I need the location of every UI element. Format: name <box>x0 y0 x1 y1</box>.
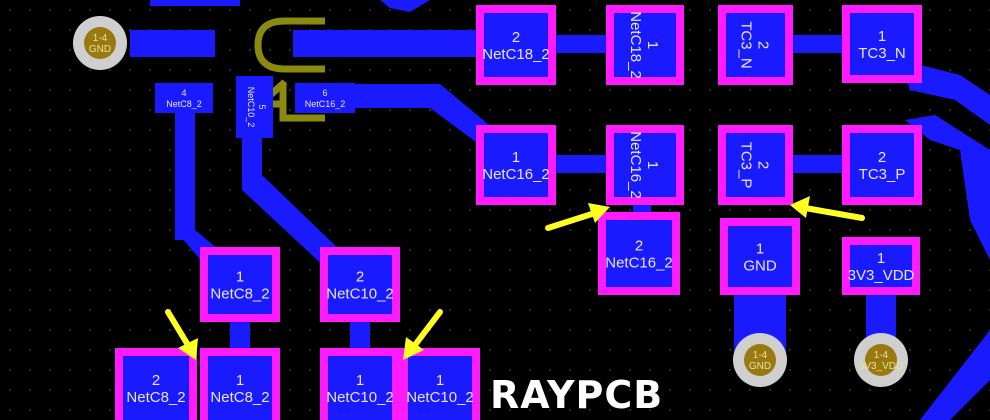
pad-number: 2 <box>356 269 364 286</box>
pad-number: 6 <box>322 88 327 98</box>
pad-copper <box>850 133 914 197</box>
pad-number: 1 <box>236 269 244 286</box>
pad-net: NetC10_2 <box>246 87 256 128</box>
arrow-icon <box>790 196 865 221</box>
pad-copper <box>408 356 472 420</box>
pad-copper <box>123 356 189 420</box>
arrow-icon <box>165 309 198 360</box>
pad-copper <box>850 13 914 75</box>
pad-number: 2 <box>755 41 772 49</box>
ic-pad-6[interactable] <box>295 83 355 113</box>
pad-copper <box>726 13 785 77</box>
pad-net: TC3_N <box>738 21 755 69</box>
via-layers: 1-4 <box>874 350 889 361</box>
pad-number: 1 <box>512 149 520 166</box>
pad-copper <box>208 356 272 420</box>
pad-number: 1 <box>644 161 661 169</box>
pad-number: 1 <box>644 41 661 49</box>
pad-number: 2 <box>878 149 886 166</box>
pad-net: NetC8_2 <box>166 99 202 109</box>
pad-net: NetC10_2 <box>326 389 394 406</box>
ic-pad-5[interactable] <box>236 76 273 138</box>
arrow-icon <box>403 309 443 360</box>
pad-number: 4 <box>181 88 186 98</box>
ic-pad-4[interactable] <box>155 83 213 113</box>
pad-net: NetC8_2 <box>126 389 185 406</box>
pad-net: NetC16_2 <box>627 131 644 199</box>
pad-net: NetC16_2 <box>305 99 346 109</box>
pad-number: 2 <box>635 238 643 255</box>
pad-net: NetC18_2 <box>627 11 644 79</box>
pad-net: NetC10_2 <box>406 389 474 406</box>
pad-copper <box>726 133 785 197</box>
pad-copper <box>208 255 272 314</box>
via-net: GND <box>89 44 111 55</box>
ic-pads: 4 NetC8_2 5 NetC10_2 6 NetC16_2 <box>155 76 355 138</box>
annotation-arrows <box>165 196 865 360</box>
pad-net: TC3_P <box>738 142 755 189</box>
pad-net: NetC18_2 <box>482 46 550 63</box>
pad-net: NetC8_2 <box>210 286 269 303</box>
pad-number: 2 <box>755 161 772 169</box>
pad-number: 1 <box>356 372 364 389</box>
pad-copper <box>850 245 912 287</box>
pad-number: 1 <box>877 250 885 267</box>
pad-copper <box>328 255 392 314</box>
pad-net: 3V3_VDD <box>848 267 915 284</box>
watermark-logo: RAYPCB <box>490 373 663 417</box>
pad-number: 1 <box>878 28 886 45</box>
pad-copper <box>328 356 392 420</box>
pad-copper <box>614 133 676 197</box>
pad-net: NetC16_2 <box>605 255 673 272</box>
pad-number: 1 <box>236 372 244 389</box>
pad-copper <box>484 13 548 77</box>
via-layers: 1-4 <box>93 33 108 44</box>
pad-net: TC3_N <box>858 45 906 62</box>
pad-net: GND <box>743 258 777 275</box>
via-layers: 1-4 <box>753 350 768 361</box>
via-3v3-vdd[interactable]: 1-4 3V3_VDD <box>854 333 908 387</box>
pad-number: 1 <box>436 372 444 389</box>
pad-copper <box>484 133 548 197</box>
pad-copper <box>606 220 672 287</box>
pad-number: 2 <box>152 372 160 389</box>
via-gnd-bottom[interactable]: 1-4 GND <box>733 333 787 387</box>
pad-net: TC3_P <box>859 166 906 183</box>
pad-number: 1 <box>756 241 764 258</box>
pad-copper <box>614 13 676 77</box>
via-net: 3V3_VDD <box>859 361 903 372</box>
traces <box>130 0 990 420</box>
pad-net: NetC8_2 <box>210 389 269 406</box>
via-net: GND <box>749 361 771 372</box>
pad-number: 5 <box>257 104 267 109</box>
pad-net: NetC10_2 <box>326 286 394 303</box>
via-gnd-top[interactable]: 1-4 GND <box>73 16 127 70</box>
pad-net: NetC16_2 <box>482 166 550 183</box>
pad-number: 2 <box>512 29 520 46</box>
arrow-icon <box>545 203 610 231</box>
pad-copper <box>728 226 792 287</box>
